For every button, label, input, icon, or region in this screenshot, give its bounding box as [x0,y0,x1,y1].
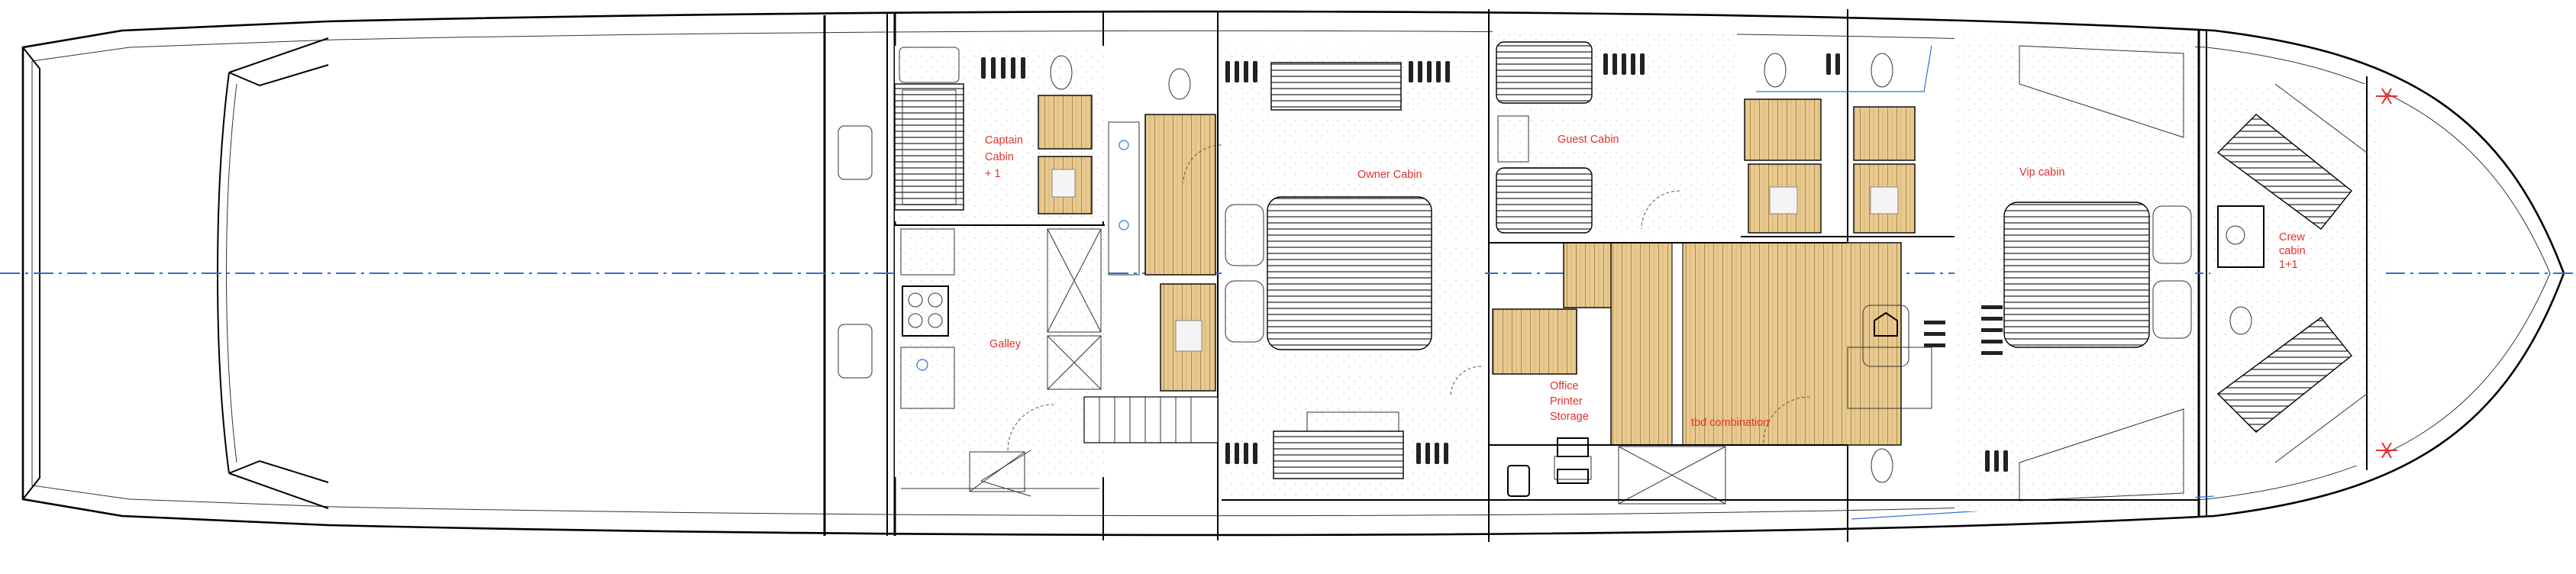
toilet-icon [1050,55,1073,90]
owner-cabin-label: Owner Cabin [1357,169,1422,181]
crew-cabin-label-2: cabin [2279,245,2306,257]
wardrobe-hangers-icon [1225,61,1450,82]
desk-chair-icon [1507,437,1592,497]
crew-cabin-label-3: 1+1 [2279,259,2298,271]
tbd-label: tbd combination [1691,417,1769,429]
stove-icon [902,285,949,337]
toilet-icon [1871,448,1893,483]
crew-cabin-label-1: Crew [2279,231,2305,243]
collision-bulkhead-marks [2376,88,2397,459]
toilet-icon [1764,53,1787,88]
captain-cabin-label-3: + 1 [985,168,1001,180]
wardrobe-hangers-icon [1225,443,1448,464]
stair-icon [1083,396,1219,443]
captain-cabin-label-2: Cabin [985,151,1014,163]
owner-bath-area [1108,68,1222,392]
vip-cabin: Vip cabin [1955,38,2195,511]
sink-icon [2226,225,2245,245]
berth-icon [1225,196,1432,350]
vip-cabin-label: Vip cabin [2019,166,2064,179]
guest-cabin-label: Guest Cabin [1558,134,1619,146]
guest-bath-area [1741,45,1993,237]
wardrobe-hangers-icon [1924,321,1945,347]
guest-cabin: Guest Cabin [1493,31,1737,237]
captain-cabin-area: Captain Cabin + 1 [894,46,1105,221]
office-label-2: Printer [1550,395,1583,408]
berth-icon [2003,202,2192,348]
wardrobe-hangers-icon [1981,305,2008,472]
crew-cabin: Crew cabin 1+1 [2210,76,2386,470]
toilet-icon [1168,68,1191,100]
wardrobe-hangers-icon [1603,53,1645,75]
tbd-office-area: Office Printer Storage tbd combination [1492,242,1945,505]
office-label-3: Storage [1550,411,1589,423]
wardrobe-hangers-icon [981,57,1025,79]
captain-cabin-label-1: Captain [985,134,1023,147]
toilet-icon [1871,53,1893,88]
sink-icon [916,359,928,371]
galley-label: Galley [989,338,1022,350]
owner-cabin: Owner Cabin [1222,46,1485,504]
galley-area: Galley [895,224,1219,497]
toilet-icon [2229,306,2252,335]
office-label-1: Office [1550,380,1579,392]
